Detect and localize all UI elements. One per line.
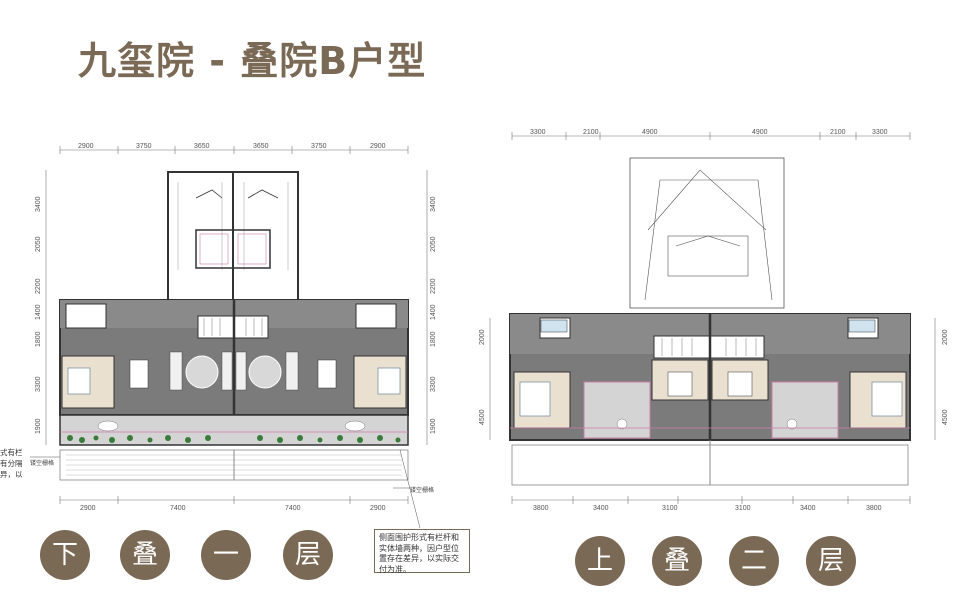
dim-bottom-2: 3400	[593, 505, 609, 512]
badge-upper-2: 叠	[652, 536, 702, 586]
upper-floor-plan: 3300 2100 4900 4900 2100 3300 2000 4500 …	[479, 129, 949, 512]
badge-upper-1: 上	[575, 536, 625, 586]
dim-right-1: 3400	[430, 196, 437, 212]
badge-lower-2: 叠	[120, 530, 170, 580]
dim-left-6: 3300	[35, 376, 42, 392]
dim-right-3: 2200	[430, 278, 437, 294]
lower-floor-plan: 2900 3750 3650 3650 3750 2900 3400 2050 …	[30, 143, 437, 529]
dim-top-3: 3650	[194, 143, 210, 150]
dim-right-6: 3300	[430, 376, 437, 392]
badge-lower-1: 下	[40, 530, 90, 580]
dim-bottom-3: 3100	[662, 505, 678, 512]
badge-upper-4: 层	[806, 536, 856, 586]
dim-top-4: 4900	[752, 129, 768, 136]
dim-left-7: 1900	[35, 418, 42, 434]
lattice-callout-2: 镂空栅格	[410, 487, 435, 494]
dim-bottom-5: 3400	[800, 505, 816, 512]
dim-top-5: 3750	[311, 143, 327, 150]
dim-bottom-4: 2900	[370, 505, 386, 512]
dim-top-6: 3300	[872, 129, 888, 136]
dim-left-4: 1400	[35, 304, 42, 320]
page-title: 九玺院 - 叠院B户型	[78, 39, 427, 83]
dim-top-2: 2100	[583, 129, 599, 136]
enclosure-note: 侧面围护形式有栏杆和实体墙两种，因户型位置存在差异，以实际交付为准。	[374, 529, 470, 574]
dim-right-2: 4500	[942, 409, 949, 425]
dim-right-1: 2000	[942, 329, 949, 345]
left-side-note: 式有栏杆 有分隔 异，以	[0, 447, 22, 480]
badge-lower-3: 一	[201, 530, 251, 580]
dim-right-4: 1400	[430, 304, 437, 320]
badge-lower-4: 层	[283, 530, 333, 580]
dim-top-4: 3650	[253, 143, 269, 150]
left-note-line-3: 异，以	[0, 470, 22, 479]
dim-bottom-1: 2900	[80, 505, 96, 512]
lattice-callout: 镂空栅格	[30, 460, 55, 467]
dim-top-1: 2900	[78, 143, 94, 150]
badge-upper-3: 二	[729, 536, 779, 586]
dim-right-7: 1900	[430, 418, 437, 434]
dim-top-6: 2900	[370, 143, 386, 150]
left-note-line-2: 有分隔	[0, 459, 22, 468]
dim-bottom-6: 3800	[866, 505, 882, 512]
dim-top-3: 4900	[642, 129, 658, 136]
dim-bottom-1: 3800	[533, 505, 549, 512]
dim-left-3: 2200	[35, 278, 42, 294]
dim-bottom-2: 7400	[170, 505, 186, 512]
dim-right-2: 2050	[430, 236, 437, 252]
dim-left-1: 3400	[35, 196, 42, 212]
dim-bottom-3: 7400	[285, 505, 301, 512]
dim-bottom-4: 3100	[735, 505, 751, 512]
dim-left-2: 4500	[479, 409, 486, 425]
dim-left-1: 2000	[479, 329, 486, 345]
dim-top-1: 3300	[530, 129, 546, 136]
dim-top-5: 2100	[830, 129, 846, 136]
dim-right-5: 1800	[430, 331, 437, 347]
dim-left-5: 1800	[35, 331, 42, 347]
left-note-line-1: 式有栏杆	[0, 448, 22, 457]
dim-top-2: 3750	[136, 143, 152, 150]
dim-left-2: 2050	[35, 236, 42, 252]
